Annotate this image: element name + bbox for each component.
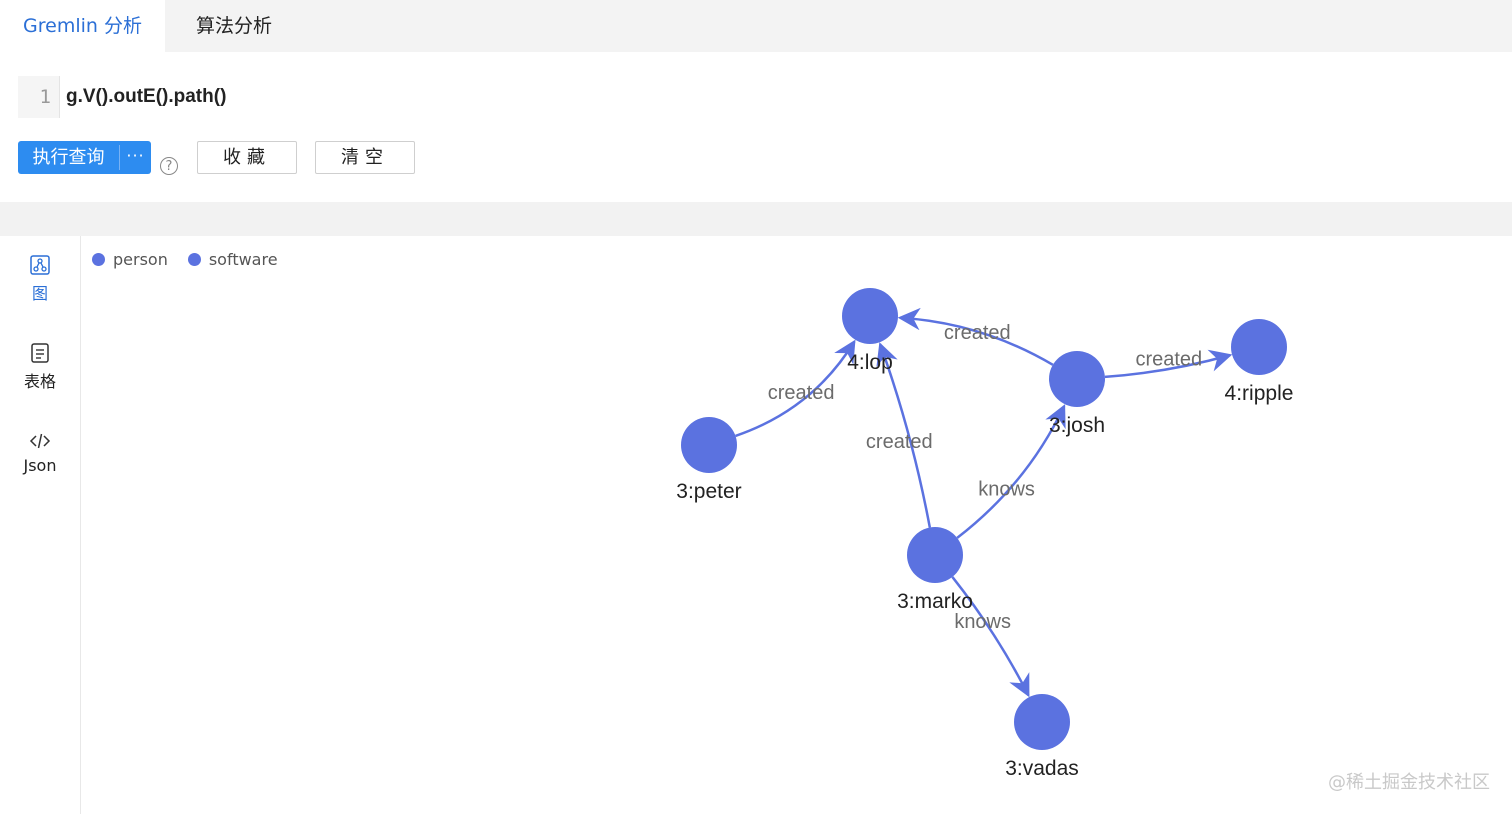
graph-edge[interactable] [951,576,1030,698]
graph-node[interactable] [1049,351,1105,407]
node-label: 3:josh [1049,414,1105,437]
view-switcher: 图 表格 Json [0,236,81,814]
node-label: 3:peter [676,480,741,503]
query-editor[interactable]: 1 g.V().outE().path() [18,76,1498,118]
node-label: 3:marko [897,590,973,613]
run-query-button[interactable]: 执行查询 ··· [18,141,151,174]
run-query-label[interactable]: 执行查询 [32,147,105,168]
section-divider [0,202,1512,236]
legend-dot [92,253,105,266]
legend: person software [92,250,278,269]
edge-label: knows [954,611,1011,633]
graph-node[interactable] [907,527,963,583]
graph-edge[interactable] [876,342,932,528]
view-graph-label: 图 [31,284,48,303]
more-options-button[interactable]: ··· [126,146,145,165]
graph-edge[interactable] [735,339,856,438]
edges-layer: created created created created knows knows [735,307,1233,698]
edge-label: created [866,431,933,453]
tab-bar: Gremlin 分析 算法分析 [0,0,1512,52]
legend-item-person[interactable]: person [92,250,168,269]
view-graph[interactable]: 图 [0,254,80,304]
query-text[interactable]: g.V().outE().path() [66,86,227,107]
watermark: @稀土掘金技术社区 [1328,772,1490,793]
graph-node[interactable] [842,288,898,344]
graph-edge[interactable] [897,307,1054,366]
graph-edge[interactable] [956,404,1066,539]
edge-label: created [768,382,835,404]
tab-algorithm-analysis[interactable]: 算法分析 [195,15,272,37]
graph-icon [30,255,50,275]
graph-node[interactable] [1231,319,1287,375]
help-icon[interactable]: ? [160,157,178,175]
legend-label: person [113,250,168,269]
favorite-button[interactable]: 收藏 [197,141,297,174]
view-json[interactable]: Json [0,430,80,475]
graph-node[interactable] [681,417,737,473]
legend-dot [187,253,201,266]
legend-label: software [208,250,278,269]
view-json-label: Json [23,456,57,475]
edge-label: knows [978,479,1035,501]
graph-edge[interactable] [1104,349,1233,379]
graph-node[interactable] [1014,694,1070,750]
line-number: 1 [18,76,60,118]
edge-label: created [1135,349,1202,371]
clear-button[interactable]: 清空 [315,141,415,174]
node-label: 4:ripple [1225,382,1294,405]
view-table-label: 表格 [23,372,56,391]
node-label: 4:lop [847,351,893,374]
nodes-layer: 4:lop 3:josh 4:ripple 3:peter 3:marko 3:vadas [676,288,1293,780]
code-icon [29,433,51,449]
node-label: 3:vadas [1005,757,1079,780]
run-button-separator [119,145,120,170]
table-icon [31,343,49,363]
edge-label: created [944,322,1011,344]
tab-gremlin-analysis[interactable]: Gremlin 分析 [0,0,165,52]
legend-item-software[interactable]: software [187,250,278,269]
view-table[interactable]: 表格 [0,342,80,392]
graph-canvas[interactable]: created created created created knows knows 4… [81,236,1512,814]
